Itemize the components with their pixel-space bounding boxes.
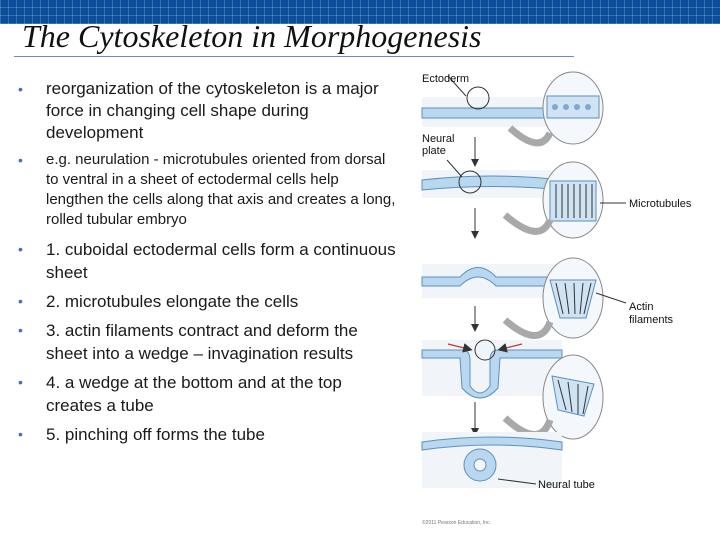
- stage-invagination: [421, 264, 563, 332]
- label-neural-plate-line1: Neural: [422, 133, 455, 145]
- label-microtubules: Microtubules: [629, 198, 692, 210]
- zoom-bent-cells: [502, 354, 604, 440]
- bullet-dot-icon: •: [18, 374, 23, 390]
- copyright-note: ©2011 Pearson Education, Inc.: [422, 520, 491, 526]
- label-actin-line2: filaments: [629, 314, 674, 326]
- bullet-list: •reorganization of the cytoskeleton is a…: [18, 78, 398, 452]
- stage-neural-plate: [421, 159, 563, 239]
- bullet-dot-icon: •: [18, 426, 23, 442]
- title-underline: [14, 56, 574, 57]
- slide-title: The Cytoskeleton in Morphogenesis: [22, 18, 482, 54]
- header-bar: [0, 0, 720, 24]
- stage-neural-tube: [421, 432, 563, 488]
- bullet-item: •4. a wedge at the bottom and at the top…: [18, 373, 342, 415]
- neurulation-diagram: [421, 71, 627, 488]
- zoom-cuboidal-cells: [507, 71, 604, 147]
- stage-wedge: [421, 339, 563, 436]
- bullet-item: •1. cuboidal ectodermal cells form a con…: [18, 240, 396, 282]
- bullet-dot-icon: •: [18, 293, 23, 309]
- bullet-dot-icon: •: [18, 241, 23, 257]
- label-ectoderm: Ectoderm: [422, 73, 470, 85]
- bullet-item: •2. microtubules elongate the cells: [18, 292, 299, 311]
- bullet-item: •reorganization of the cytoskeleton is a…: [18, 79, 379, 142]
- label-actin-line1: Actin: [629, 301, 654, 313]
- bullet-item: •5. pinching off forms the tube: [18, 425, 265, 444]
- zoom-microtubules: [502, 161, 626, 239]
- bullet-dot-icon: •: [18, 322, 23, 338]
- label-neural-tube: Neural tube: [538, 479, 595, 491]
- bullet-dot-icon: •: [18, 152, 23, 168]
- zoom-actin-filaments: [502, 257, 627, 339]
- bullet-dot-icon: •: [18, 81, 23, 97]
- label-neural-plate-line2: plate: [422, 145, 446, 157]
- bullet-item: •e.g. neurulation - microtubules oriente…: [18, 151, 396, 228]
- neurulation-figure: Ectoderm Neural plate Microtubules Actin…: [400, 60, 720, 540]
- bullet-item: •3. actin filaments contract and deform …: [18, 321, 358, 363]
